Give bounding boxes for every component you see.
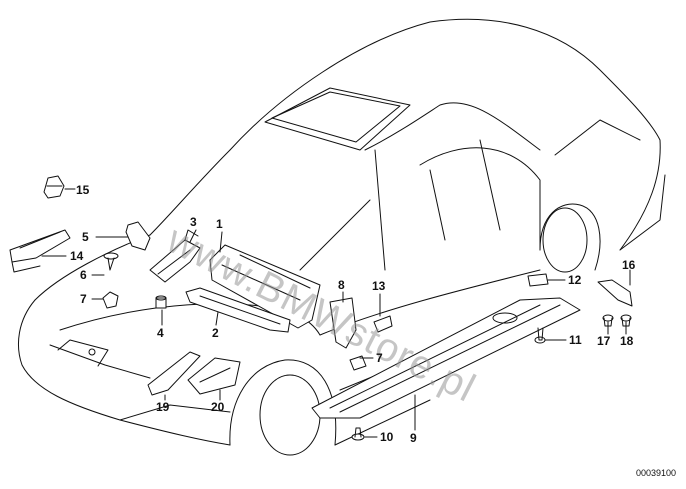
callout-3: 3 bbox=[190, 215, 197, 229]
callout-7: 7 bbox=[80, 292, 87, 306]
part-7-nut bbox=[102, 291, 119, 309]
part-10-screw bbox=[351, 427, 365, 441]
part-19-bracket bbox=[147, 351, 201, 396]
callout-20: 20 bbox=[211, 400, 225, 414]
leader-lines bbox=[41, 188, 631, 438]
part-13-screw bbox=[373, 315, 393, 333]
part-2-duct bbox=[185, 287, 291, 333]
part-20-duct bbox=[187, 357, 241, 395]
callout-19: 19 bbox=[156, 400, 170, 414]
callout-16: 16 bbox=[622, 258, 636, 272]
callout-13: 13 bbox=[372, 279, 386, 293]
part-8-flap bbox=[329, 297, 357, 349]
callout-18: 18 bbox=[620, 334, 634, 348]
callout-15: 15 bbox=[76, 183, 90, 197]
callout-17: 17 bbox=[597, 334, 611, 348]
part-9-underbody-panel bbox=[311, 297, 581, 419]
callout-1: 1 bbox=[216, 217, 223, 231]
callout-14: 14 bbox=[70, 249, 84, 263]
callout-7b: 7 bbox=[376, 351, 383, 365]
callout-4: 4 bbox=[157, 326, 164, 340]
callout-8: 8 bbox=[338, 278, 345, 292]
document-number: 00039100 bbox=[635, 468, 676, 478]
part-3-duct bbox=[149, 229, 201, 283]
part-1-cowl-panel bbox=[209, 244, 321, 329]
part-16-bracket bbox=[597, 279, 633, 307]
callout-5: 5 bbox=[82, 230, 89, 244]
part-15-clip bbox=[43, 175, 65, 199]
callout-2: 2 bbox=[212, 326, 219, 340]
callout-10: 10 bbox=[380, 430, 394, 444]
part-6-screw bbox=[103, 252, 119, 271]
part-4-grommet bbox=[155, 295, 167, 309]
callout-6: 6 bbox=[80, 268, 87, 282]
part-12-clip bbox=[527, 273, 549, 287]
part-5-bracket bbox=[125, 221, 151, 251]
callout-11: 11 bbox=[569, 333, 582, 347]
callout-12: 12 bbox=[568, 273, 582, 287]
part-7b-clip bbox=[349, 355, 367, 371]
part-14-bracket bbox=[9, 229, 71, 273]
part-17-nut bbox=[602, 314, 614, 327]
callout-9: 9 bbox=[410, 431, 417, 445]
